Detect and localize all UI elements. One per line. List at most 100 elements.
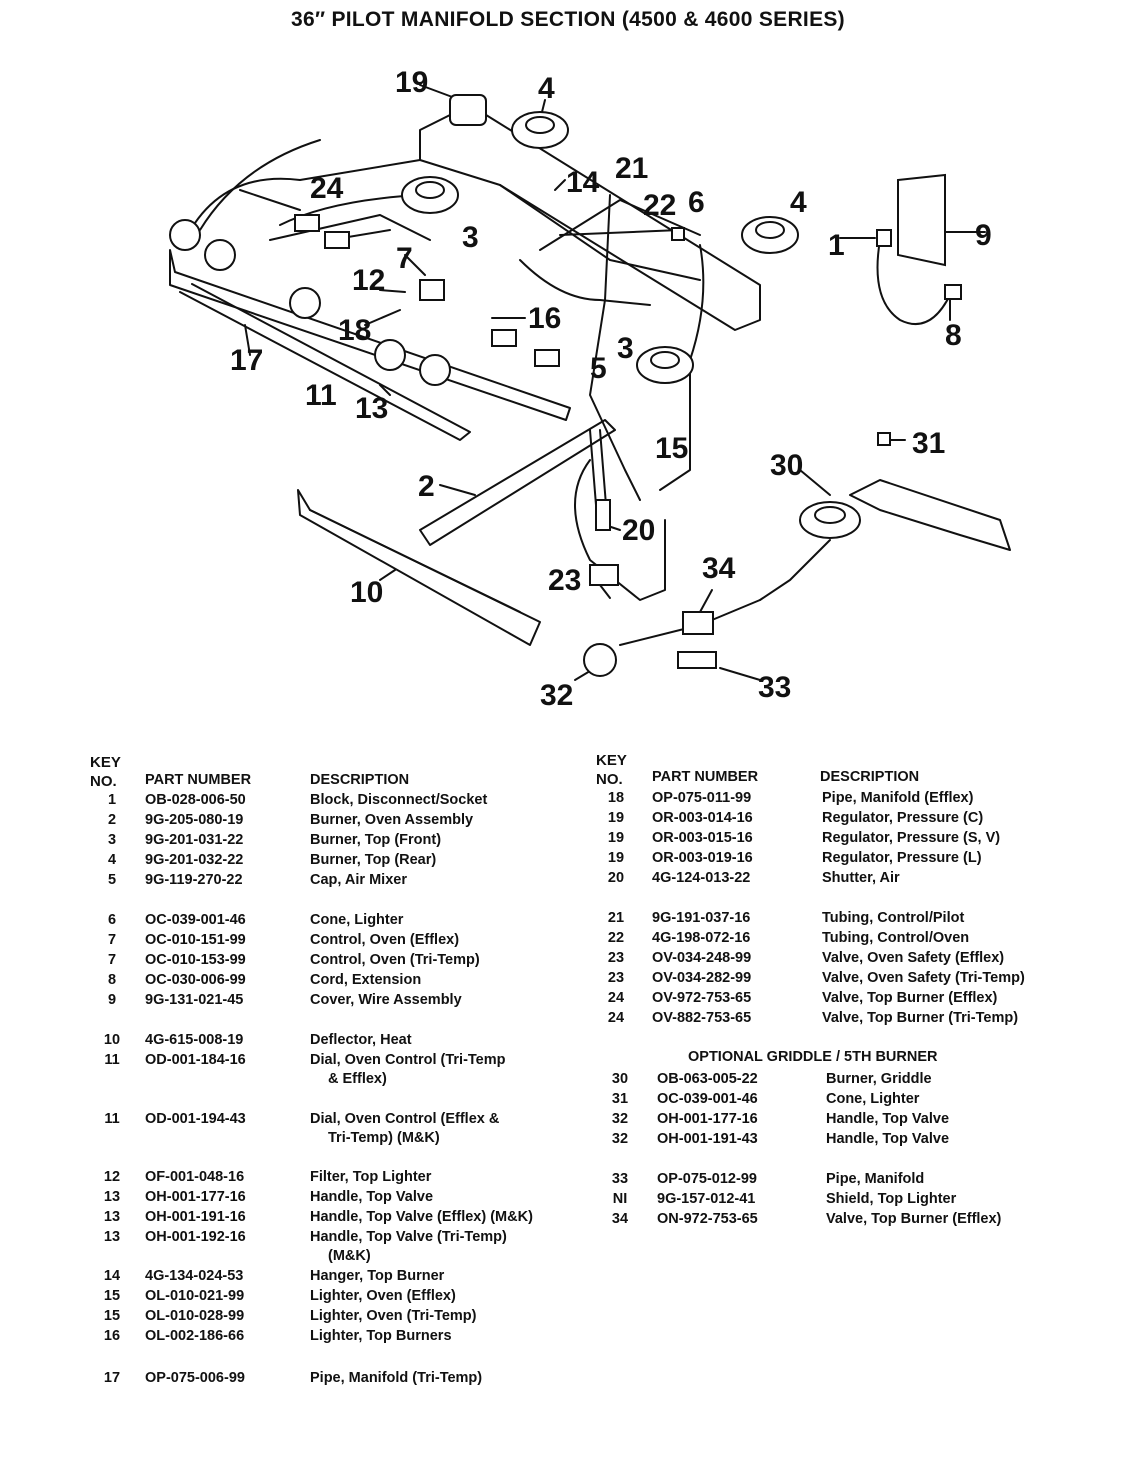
key-no-cell: 11 [104, 1111, 120, 1127]
description-cell: Pipe, Manifold (Efflex) [822, 790, 974, 806]
oven-burner-tube [419, 419, 616, 546]
part-number-cell: 9G-119-270-22 [145, 872, 243, 888]
description-cell: Hanger, Top Burner [310, 1268, 445, 1284]
part-number-cell: OV-882-753-65 [652, 1010, 752, 1026]
part-number-cell: OF-001-048-16 [145, 1169, 245, 1185]
key-no-cell: 11 [104, 1052, 120, 1068]
key-no-cell: 22 [607, 930, 625, 946]
key-no-cell: 6 [107, 912, 117, 928]
key-no-cell: 19 [607, 810, 625, 826]
wire-cover [897, 173, 946, 267]
part-number-cell: OV-034-248-99 [652, 950, 752, 966]
callout-4: 4 [538, 72, 555, 105]
callout-34: 34 [702, 552, 736, 585]
description-cell: Tubing, Control/Pilot [822, 910, 965, 926]
callout-31: 31 [912, 427, 945, 460]
key-no-cell: 5 [107, 872, 117, 888]
description-cell: Handle, Top Valve (Tri-Temp) [310, 1229, 507, 1245]
top-valve-handle [374, 339, 406, 371]
callout-17: 17 [230, 344, 263, 377]
part-number-cell: OL-002-186-66 [145, 1328, 245, 1344]
description-cell: Filter, Top Lighter [310, 1169, 432, 1185]
tubing-control-oven [559, 229, 681, 236]
key-no-cell: 3 [107, 832, 117, 848]
burner-hanger [419, 104, 761, 331]
key-no-cell: NI [612, 1191, 628, 1207]
callout-16: 16 [528, 302, 561, 335]
callout-12: 12 [352, 264, 385, 297]
description-cell: Cord, Extension [310, 972, 422, 988]
griddle-burner-arm [849, 479, 1011, 551]
part-number-cell: 9G-157-012-41 [657, 1191, 756, 1207]
key-no-cell: 1 [107, 792, 117, 808]
callout-3b: 3 [617, 332, 634, 365]
callout-20: 20 [622, 514, 655, 547]
key-no-cell: 14 [103, 1268, 121, 1284]
part-number-cell: OL-010-028-99 [145, 1308, 245, 1324]
part-number-cell: OD-001-194-43 [145, 1111, 246, 1127]
key-no-cell: 9 [107, 992, 117, 1008]
callout-19: 19 [395, 66, 428, 99]
disconnect-block [876, 229, 892, 247]
oven-control [419, 279, 445, 301]
part-number-cell: OV-034-282-99 [652, 970, 752, 986]
description-cell: Burner, Top (Rear) [310, 852, 437, 868]
key-no-cell: 7 [107, 952, 117, 968]
description-cell: Control, Oven (Efflex) [310, 932, 460, 948]
callout-15: 15 [655, 432, 688, 465]
key-no-cell: 33 [611, 1171, 629, 1187]
key-no-cell: 7 [107, 932, 117, 948]
manifold-pipe [169, 249, 571, 421]
description-cell: Dial, Oven Control (Efflex & [310, 1111, 500, 1127]
part-number-cell: OH-001-177-16 [145, 1189, 246, 1205]
key-no-cell: 30 [611, 1071, 629, 1087]
callout-32: 32 [540, 679, 573, 712]
description-cell: Pipe, Manifold [826, 1171, 925, 1187]
description-header-left: DESCRIPTION [310, 772, 410, 788]
description-cell: Valve, Top Burner (Tri-Temp) [822, 1010, 1019, 1026]
description-cell: Regulator, Pressure (C) [822, 810, 984, 826]
key-no-cell: 19 [607, 850, 625, 866]
callout-11: 11 [305, 379, 337, 412]
part-number-cell: OC-010-153-99 [145, 952, 246, 968]
callout-24: 24 [310, 172, 344, 205]
description-cell: Pipe, Manifold (Tri-Temp) [310, 1370, 483, 1386]
key-no-cell: 12 [103, 1169, 121, 1185]
key-no-cell: 21 [607, 910, 625, 926]
callout-8: 8 [945, 319, 962, 352]
oven-control-dial [289, 287, 321, 319]
part-number-cell: OV-972-753-65 [652, 990, 752, 1006]
tubing-control-pilot [589, 194, 641, 501]
parts-row: 21 9G-191-037-16 Tubing, Control/Pilot [0, 910, 1136, 930]
description-cell: Block, Disconnect/Socket [310, 792, 488, 808]
key-no-cell: 34 [611, 1211, 629, 1227]
description-cell: Valve, Top Burner (Efflex) [822, 990, 998, 1006]
description-cell: Shutter, Air [822, 870, 900, 886]
part-number-cell: 9G-205-080-19 [145, 812, 244, 828]
description-cell: Tubing, Control/Oven [822, 930, 970, 946]
page-title: 36″ PILOT MANIFOLD SECTION (4500 & 4600 … [291, 8, 845, 31]
air-shutter [595, 499, 611, 531]
description-cell: Lighter, Oven (Efflex) [310, 1288, 456, 1304]
optional-section-title: OPTIONAL GRIDDLE / 5TH BURNER [688, 1049, 938, 1065]
callout-10: 10 [350, 576, 383, 609]
callout-6: 6 [688, 186, 705, 219]
key-no-cell: 13 [103, 1189, 121, 1205]
part-number-cell: 9G-191-037-16 [652, 910, 751, 926]
callout-1: 1 [828, 229, 845, 262]
callout-33: 33 [758, 671, 791, 704]
callout-14: 14 [566, 166, 600, 199]
key-no-cell: 16 [103, 1328, 121, 1344]
part-number-cell: OH-001-177-16 [657, 1111, 758, 1127]
